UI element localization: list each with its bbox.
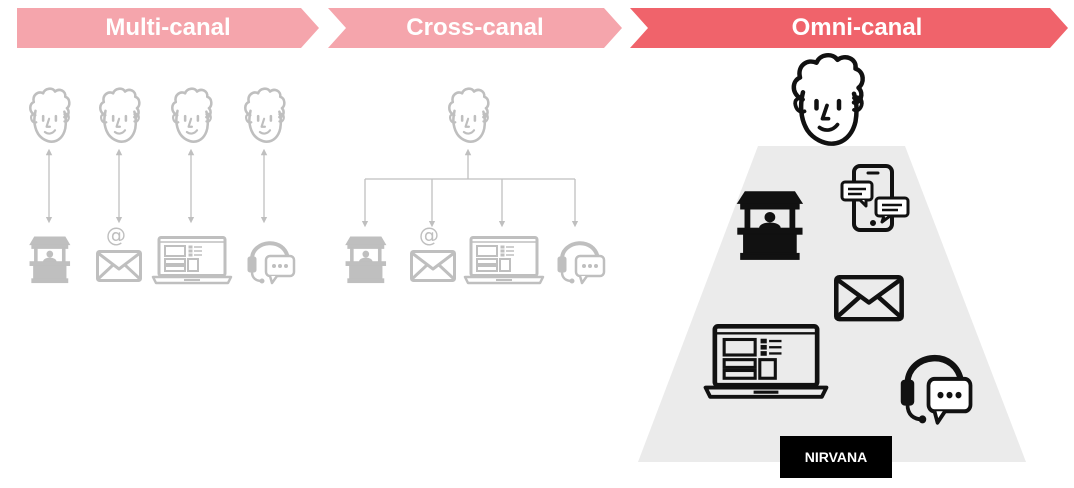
face-icon — [243, 87, 286, 143]
at-sign-icon: @ — [106, 223, 126, 247]
kiosk-icon — [737, 191, 803, 260]
header-omni-canal: Omni-canal — [630, 8, 1068, 48]
header-label: Multi-canal — [105, 14, 231, 41]
header-multi-canal: Multi-canal — [17, 8, 319, 48]
face-icon — [170, 87, 213, 143]
connector-tree — [361, 148, 579, 228]
kiosk-icon — [345, 236, 387, 284]
multi-canal-section: @ — [28, 87, 296, 285]
face-icon — [447, 87, 490, 143]
chevron-shape — [17, 8, 319, 48]
email-icon: @ — [410, 223, 456, 282]
omni-canal-section — [638, 55, 1026, 462]
header-cross-canal: Cross-canal — [328, 8, 622, 48]
envelope-icon — [96, 250, 142, 282]
laptop-icon — [151, 236, 233, 285]
chevron-shape — [328, 8, 622, 48]
nirvana-badge: NIRVANA — [780, 436, 892, 478]
cross-canal-section: @ — [345, 87, 606, 285]
face-icon — [98, 87, 141, 143]
at-sign-icon: @ — [419, 223, 439, 247]
header-label: Omni-canal — [791, 14, 923, 41]
envelope-icon — [410, 250, 456, 282]
headset-icon — [246, 241, 296, 285]
connector-lines — [45, 148, 268, 224]
chevron-shape — [630, 8, 1068, 48]
email-icon: @ — [96, 223, 142, 282]
headset-icon — [556, 241, 606, 285]
face-icon — [28, 87, 71, 143]
funnel-shape — [638, 146, 1026, 462]
face-icon — [794, 55, 863, 143]
kiosk-icon — [29, 236, 71, 284]
laptop-icon — [463, 236, 545, 285]
header-label: Cross-canal — [406, 14, 544, 41]
